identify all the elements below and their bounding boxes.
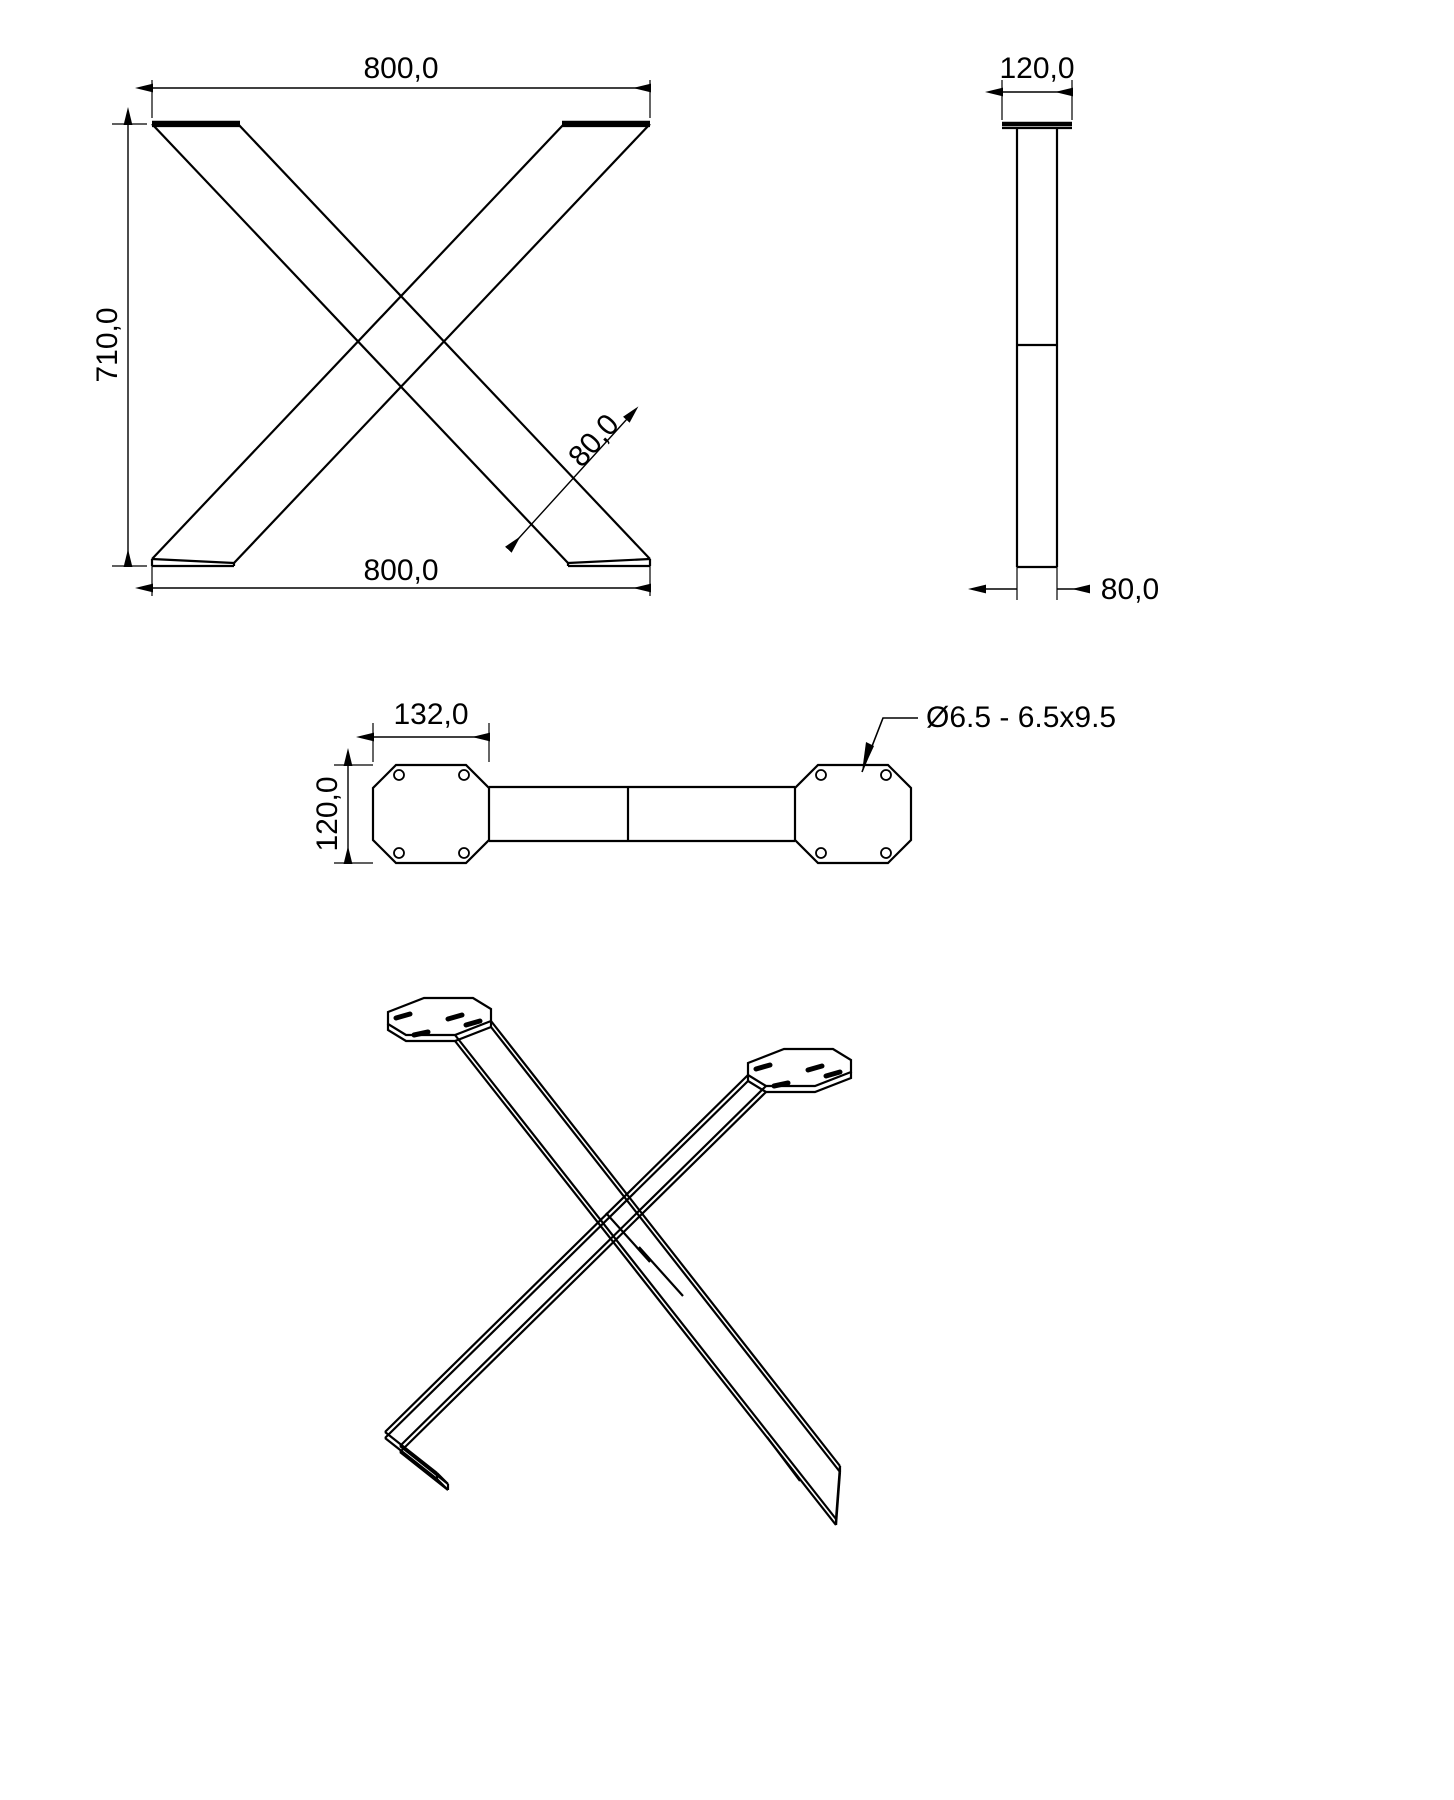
hole-callout-label: Ø6.5 - 6.5x9.5 <box>926 701 1116 734</box>
dim-label-front-bar-width: 80,0 <box>562 408 626 473</box>
front-elevation-view: 800,0 710,0 800,0 80,0 <box>91 52 652 596</box>
plan-hole-left-top-right <box>458 769 470 781</box>
plan-plate-left <box>371 763 491 865</box>
iso-bar-left-to-lower-right <box>454 1020 842 1526</box>
dim-label-front-top-width: 800,0 <box>363 52 438 85</box>
plan-hole-left-top-left <box>393 769 405 781</box>
dim-plan-plate-length: 132,0 <box>356 698 490 762</box>
dim-label-side-top-width: 120,0 <box>999 52 1074 85</box>
iso-plate-right <box>746 1047 853 1094</box>
plan-plate-right <box>793 763 913 865</box>
front-bar-top-left-to-bottom-right <box>151 123 651 565</box>
dim-label-front-bottom-width: 800,0 <box>363 554 438 587</box>
dim-side-top-width: 120,0 <box>985 52 1075 120</box>
dim-front-top-width: 800,0 <box>135 52 651 118</box>
dim-label-side-depth: 80,0 <box>1101 573 1159 606</box>
dim-label-plan-plate-width: 120,0 <box>311 776 344 851</box>
plan-connecting-bar <box>489 785 795 843</box>
dim-plan-plate-width: 120,0 <box>311 748 373 864</box>
plan-hole-right-bottom-right <box>880 847 892 859</box>
isometric-view <box>384 996 853 1526</box>
plan-hole-right-top-left <box>815 769 827 781</box>
dim-label-front-height: 710,0 <box>91 307 124 382</box>
plan-hole-left-bottom-left <box>393 847 405 859</box>
plan-hole-right-top-right <box>880 769 892 781</box>
iso-crossing-detail <box>605 1212 684 1297</box>
plan-hole-left-bottom-right <box>458 847 470 859</box>
iso-plate-left <box>386 996 493 1043</box>
front-top-plate-left <box>152 120 240 128</box>
dim-front-bottom-width: 800,0 <box>135 554 651 596</box>
dim-front-height: 710,0 <box>91 107 147 567</box>
front-foot-right <box>566 559 652 568</box>
front-top-plate-right <box>562 120 650 128</box>
side-elevation-view: 120,0 80,0 <box>968 52 1159 606</box>
dim-label-plan-plate-length: 132,0 <box>393 698 468 731</box>
iso-bar-right-to-lower-left <box>384 1074 767 1491</box>
plan-hole-right-bottom-left <box>815 847 827 859</box>
front-bar-top-right-to-bottom-left <box>151 123 651 565</box>
dim-side-depth: 80,0 <box>968 567 1159 606</box>
side-top-plate <box>1002 121 1072 130</box>
plan-view: 132,0 120,0 Ø6.5 - 6.5x9.5 <box>311 698 1116 865</box>
hole-callout: Ø6.5 - 6.5x9.5 <box>861 701 1116 773</box>
front-foot-left <box>150 559 236 568</box>
side-column-body <box>1015 128 1059 569</box>
